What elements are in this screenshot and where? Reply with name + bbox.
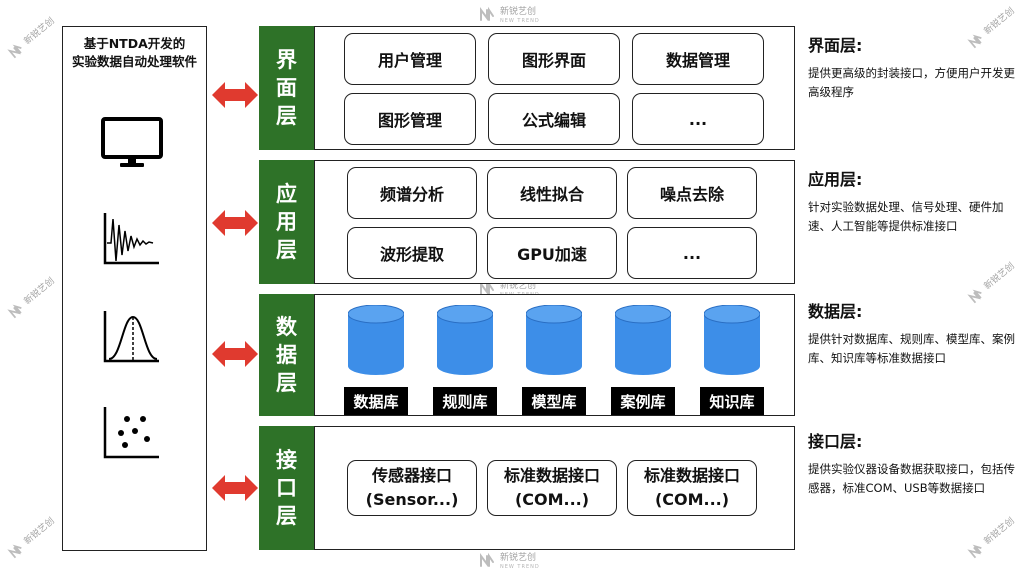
double-arrow-icon bbox=[212, 341, 258, 367]
module-graphic-management: 图形管理 bbox=[344, 93, 476, 145]
layer-box-data: 数据库 规则库 模型库 案例库 知识库 bbox=[314, 294, 795, 416]
database-label: 知识库 bbox=[700, 387, 764, 415]
module-more: ... bbox=[632, 93, 764, 145]
brand-logo-icon bbox=[967, 544, 982, 559]
scatter-chart-icon bbox=[101, 405, 163, 465]
monitor-icon bbox=[101, 117, 163, 173]
waveform-chart-icon bbox=[101, 211, 163, 271]
layer-label-interface: 界面层 bbox=[259, 26, 314, 150]
database-item: 数据库 bbox=[344, 305, 408, 415]
watermark-mid-right: 新锐艺创 bbox=[965, 259, 1018, 307]
database-label: 模型库 bbox=[522, 387, 586, 415]
database-icon bbox=[615, 305, 671, 375]
database-icon bbox=[437, 305, 493, 375]
database-icon bbox=[704, 305, 760, 375]
double-arrow-icon bbox=[212, 210, 258, 236]
database-icon bbox=[348, 305, 404, 375]
layer-box-io: 传感器接口 (Sensor...) 标准数据接口 (COM...) 标准数据接口… bbox=[314, 426, 795, 550]
module-data-management: 数据管理 bbox=[632, 33, 764, 85]
database-label: 案例库 bbox=[611, 387, 675, 415]
software-panel: 基于NTDA开发的 实验数据自动处理软件 bbox=[62, 26, 207, 551]
module-standard-data-interface: 标准数据接口 (COM...) bbox=[627, 460, 757, 516]
brand-logo-icon bbox=[480, 552, 494, 567]
watermark-bottom-right: 新锐艺创 bbox=[965, 514, 1018, 562]
brand-logo-icon bbox=[7, 544, 22, 559]
module-user-management: 用户管理 bbox=[344, 33, 476, 85]
brand-logo-icon bbox=[480, 280, 494, 295]
watermark-bottom-left: 新锐艺创 bbox=[5, 514, 58, 562]
module-noise-removal: 噪点去除 bbox=[627, 167, 757, 219]
software-title: 基于NTDA开发的 实验数据自动处理软件 bbox=[71, 36, 197, 69]
layer-description-application: 应用层: 针对实验数据处理、信号处理、硬件加速、人工智能等提供标准接口 bbox=[808, 170, 1004, 233]
database-item: 模型库 bbox=[522, 305, 586, 415]
database-item: 知识库 bbox=[700, 305, 764, 415]
module-waveform-extraction: 波形提取 bbox=[347, 227, 477, 279]
layer-description-interface: 界面层: 提供更高级的封装接口，方便用户开发更高级程序 bbox=[808, 36, 1015, 99]
module-spectrum-analysis: 频谱分析 bbox=[347, 167, 477, 219]
distribution-chart-icon bbox=[101, 309, 163, 369]
module-graphic-ui: 图形界面 bbox=[488, 33, 620, 85]
module-sensor-interface: 传感器接口 (Sensor...) bbox=[347, 460, 477, 516]
layer-box-interface: 用户管理 图形界面 数据管理 图形管理 公式编辑 ... bbox=[314, 26, 795, 150]
module-gpu-acceleration: GPU加速 bbox=[487, 227, 617, 279]
module-formula-editor: 公式编辑 bbox=[488, 93, 620, 145]
module-standard-data-interface: 标准数据接口 (COM...) bbox=[487, 460, 617, 516]
database-item: 案例库 bbox=[611, 305, 675, 415]
brand-logo-icon bbox=[480, 6, 494, 21]
database-item: 规则库 bbox=[433, 305, 497, 415]
brand-logo-icon bbox=[967, 34, 982, 49]
database-label: 数据库 bbox=[344, 387, 408, 415]
layer-label-io: 接口层 bbox=[259, 426, 314, 550]
brand-logo-icon bbox=[7, 44, 22, 59]
double-arrow-icon bbox=[212, 82, 258, 108]
database-label: 规则库 bbox=[433, 387, 497, 415]
layer-box-application: 频谱分析 线性拟合 噪点去除 波形提取 GPU加速 ... bbox=[314, 160, 795, 284]
watermark-top-left: 新锐艺创 bbox=[5, 14, 58, 62]
module-linear-fit: 线性拟合 bbox=[487, 167, 617, 219]
layer-description-data: 数据层: 提供针对数据库、规则库、模型库、案例库、知识库等标准数据接口 bbox=[808, 302, 1015, 365]
double-arrow-icon bbox=[212, 475, 258, 501]
brand-logo-icon bbox=[967, 289, 982, 304]
layer-label-data: 数据层 bbox=[259, 294, 314, 416]
module-more: ... bbox=[627, 227, 757, 279]
watermark-mid-left: 新锐艺创 bbox=[5, 274, 58, 322]
layer-description-io: 接口层: 提供实验仪器设备数据获取接口，包括传感器，标准COM、USB等数据接口 bbox=[808, 432, 1015, 495]
database-icon bbox=[526, 305, 582, 375]
watermark-top-right: 新锐艺创 bbox=[965, 4, 1018, 52]
brand-logo-icon bbox=[7, 304, 22, 319]
layer-label-application: 应用层 bbox=[259, 160, 314, 284]
